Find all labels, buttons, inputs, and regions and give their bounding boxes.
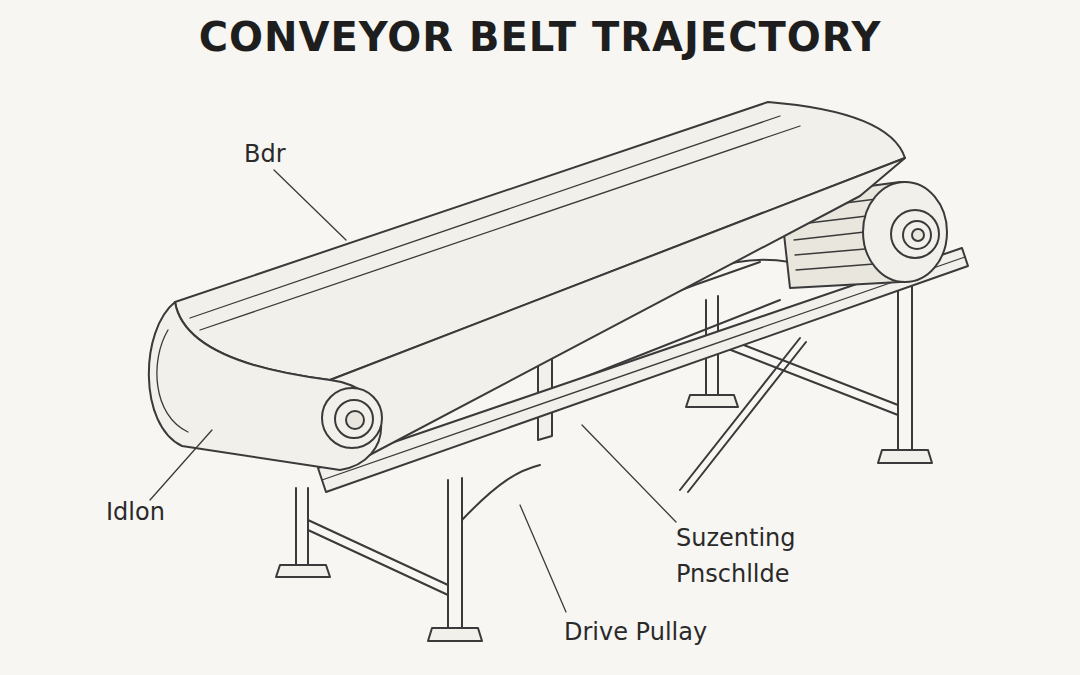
pulley-hub: [891, 210, 939, 258]
leg: [448, 478, 462, 628]
brace: [718, 335, 898, 415]
pulley-hub: [903, 221, 931, 249]
idler-hub: [335, 400, 373, 438]
brace: [308, 520, 448, 595]
brace: [462, 465, 540, 520]
leg: [898, 266, 912, 450]
foot: [276, 565, 330, 577]
foot: [686, 395, 738, 407]
part-label: Bdr: [244, 136, 364, 172]
diagram-title: CONVEYOR BELT TRAJECTORY: [0, 14, 1080, 60]
idler-axle: [346, 411, 364, 429]
drum-end: [863, 182, 947, 282]
idler-hub: [322, 388, 382, 448]
belt-left-end: [149, 302, 381, 470]
leader-line: [582, 425, 676, 522]
part-label: Drive Pullay: [564, 614, 784, 650]
belt-shading: [157, 116, 800, 432]
part-label: Suzenting Pnschllde: [676, 520, 826, 592]
foot: [428, 628, 482, 641]
leader-line: [150, 430, 212, 500]
belt-front: [330, 158, 905, 468]
pulley-axle: [912, 229, 924, 241]
foot: [878, 450, 932, 463]
leader-line: [274, 170, 346, 240]
leader-line: [520, 505, 566, 612]
part-label: Idlon: [106, 494, 226, 530]
leg: [296, 488, 308, 565]
